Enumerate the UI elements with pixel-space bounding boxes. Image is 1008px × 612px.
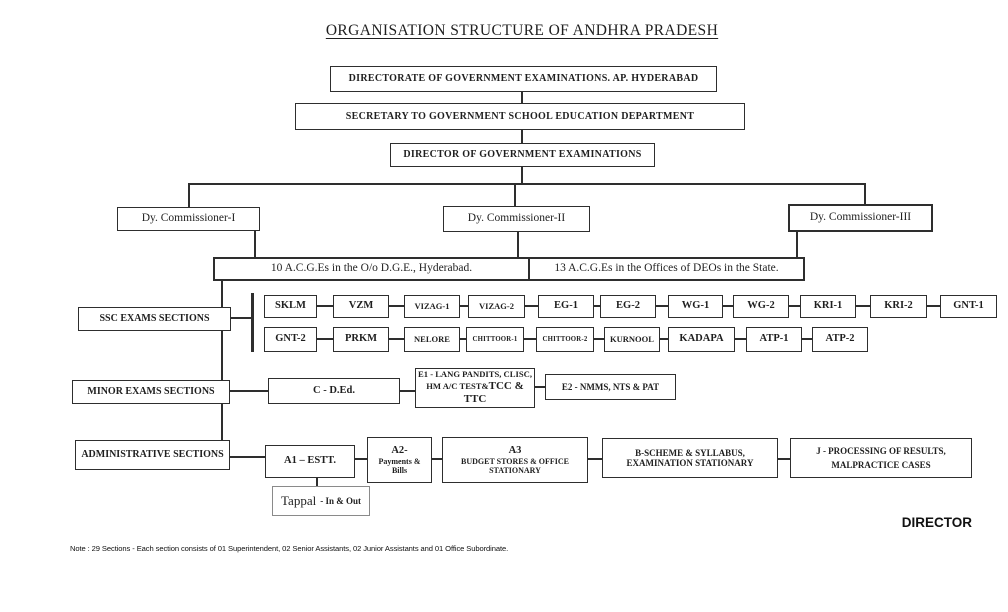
director-signature: DIRECTOR [901, 515, 972, 530]
j-line1: J - PROCESSING OF RESULTS, [816, 446, 946, 457]
connector [221, 331, 223, 380]
a3-line3: STATIONARY [489, 466, 541, 476]
connector [521, 92, 523, 104]
node-acge-hyderabad: 10 A.C.G.Es in the O/o D.G.E., Hyderabad… [213, 257, 530, 281]
connector [251, 293, 254, 352]
connector [656, 305, 668, 307]
connector [221, 281, 223, 307]
connector [400, 390, 415, 392]
a3-line1: A3 [508, 444, 522, 456]
node-kri-1: KRI-1 [800, 295, 856, 318]
connector [735, 338, 746, 340]
connector [521, 130, 523, 143]
node-gnt-1: GNT-1 [940, 295, 997, 318]
node-b-scheme: B-SCHEME & SYLLABUS, EXAMINATION STATION… [602, 438, 778, 478]
node-minor-exams-sections: MINOR EXAMS SECTIONS [72, 380, 230, 404]
node-eg-2: EG-2 [600, 295, 656, 318]
node-chittoor-1: CHITTOOR-1 [466, 327, 524, 352]
b-scheme-line1: B-SCHEME & SYLLABUS, [635, 447, 745, 458]
connector [864, 183, 866, 204]
connector [588, 458, 602, 460]
connector [594, 338, 604, 340]
node-dy-commissioner-3: Dy. Commissioner-III [788, 204, 933, 232]
connector [856, 305, 870, 307]
e1-line2: HM A/C TEST&TCC & TTC [426, 380, 524, 405]
connector [317, 338, 333, 340]
connector [521, 167, 523, 183]
node-atp-2: ATP-2 [812, 327, 868, 352]
connector [525, 305, 538, 307]
connector [355, 458, 367, 460]
connector [789, 305, 800, 307]
node-gnt-2: GNT-2 [264, 327, 317, 352]
node-vizag-1: VIZAG-1 [404, 295, 460, 318]
node-atp-1: ATP-1 [746, 327, 802, 352]
page-title: ORGANISATION STRUCTURE OF ANDHRA PRADESH [325, 22, 719, 39]
a2-line1: A2- [391, 444, 408, 456]
connector [230, 456, 265, 458]
node-e1: E1 - LANG PANDITS, CLISC, HM A/C TEST&TC… [415, 368, 535, 408]
tappal-label: Tappal [281, 492, 317, 508]
node-e2: E2 - NMMS, NTS & PAT [545, 374, 676, 400]
node-vizag-2: VIZAG-2 [468, 295, 525, 318]
node-eg-1: EG-1 [538, 295, 594, 318]
node-dy-commissioner-2: Dy. Commissioner-II [443, 206, 590, 232]
connector [188, 183, 190, 207]
node-kadapa: KADAPA [668, 327, 735, 352]
node-administrative-sections: ADMINISTRATIVE SECTIONS [75, 440, 230, 470]
node-directorate: DIRECTORATE OF GOVERNMENT EXAMINATIONS. … [330, 66, 717, 92]
a3-line2: BUDGET STORES & OFFICE [461, 456, 569, 466]
connector [254, 231, 256, 257]
e1-line1: E1 - LANG PANDITS, CLISC, [418, 369, 532, 380]
connector [460, 338, 466, 340]
connector [389, 305, 404, 307]
connector [723, 305, 733, 307]
connector [927, 305, 940, 307]
node-wg-2: WG-2 [733, 295, 789, 318]
a2-line2: Payments & [378, 456, 421, 466]
connector [802, 338, 812, 340]
node-chittoor-2: CHITTOOR-2 [536, 327, 594, 352]
connector [389, 338, 404, 340]
node-tappal: Tappal - In & Out [272, 486, 370, 516]
node-ssc-exams-sections: SSC EXAMS SECTIONS [78, 307, 231, 331]
connector [778, 458, 790, 460]
node-secretary: SECRETARY TO GOVERNMENT SCHOOL EDUCATION… [295, 103, 745, 130]
footnote: Note : 29 Sections - Each section consis… [70, 544, 509, 553]
node-nelore: NELORE [404, 327, 460, 352]
node-dy-commissioner-1: Dy. Commissioner-I [117, 207, 260, 231]
tappal-sublabel: - In & Out [320, 495, 361, 506]
connector [594, 305, 600, 307]
connector [432, 458, 442, 460]
node-director: DIRECTOR OF GOVERNMENT EXAMINATIONS [390, 143, 655, 167]
connector [517, 232, 519, 257]
connector [660, 338, 668, 340]
node-sklm: SKLM [264, 295, 317, 318]
connector [188, 183, 866, 185]
connector [460, 305, 468, 307]
connector [230, 390, 268, 392]
node-j-processing: J - PROCESSING OF RESULTS, MALPRACTICE C… [790, 438, 972, 478]
connector [316, 478, 318, 487]
node-a3: A3 BUDGET STORES & OFFICE STATIONARY [442, 437, 588, 483]
b-scheme-line2: EXAMINATION STATIONARY [626, 458, 754, 468]
node-wg-1: WG-1 [668, 295, 723, 318]
node-kri-2: KRI-2 [870, 295, 927, 318]
node-prkm: PRKM [333, 327, 389, 352]
j-line2: MALPRACTICE CASES [831, 459, 931, 470]
node-kurnool: KURNOOL [604, 327, 660, 352]
connector [231, 317, 252, 319]
connector [535, 386, 545, 388]
connector [317, 305, 333, 307]
node-acge-deos: 13 A.C.G.Es in the Offices of DEOs in th… [528, 257, 805, 281]
connector [796, 232, 798, 257]
a2-line3: Bills [391, 466, 408, 476]
connector [524, 338, 536, 340]
connector [221, 404, 223, 440]
node-a1-estt: A1 – ESTT. [265, 445, 355, 478]
node-a2: A2- Payments & Bills [367, 437, 432, 483]
node-c-ded: C - D.Ed. [268, 378, 400, 404]
connector [514, 183, 516, 206]
node-vzm: VZM [333, 295, 389, 318]
